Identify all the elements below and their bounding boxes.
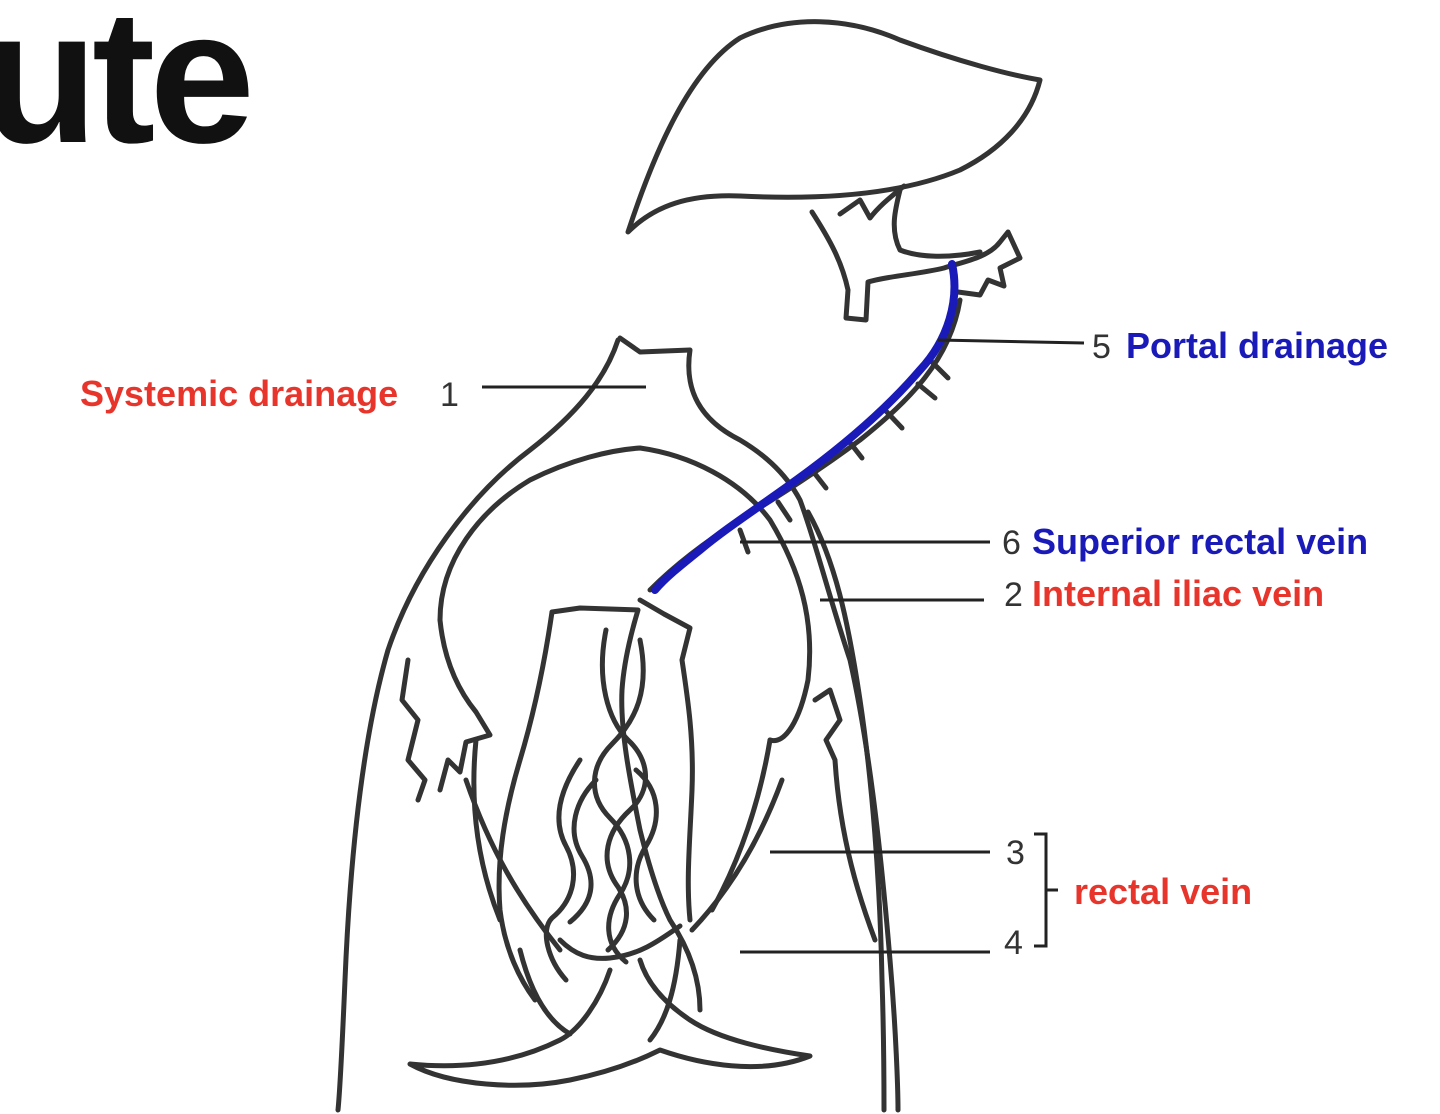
rectal-venous-plexus: [567, 777, 599, 925]
portal-vein-branch: [891, 187, 983, 259]
number-1: 1: [440, 376, 459, 414]
rectal-venous-plexus: [557, 923, 683, 961]
iliac-vein-outline: [437, 445, 813, 744]
label-rectal-vein: rectal vein: [1074, 871, 1252, 912]
rectum-outline: [496, 609, 555, 1003]
label-systemic-drainage: Systemic drainage: [80, 373, 398, 414]
portal-vein-branch: [809, 209, 1023, 323]
rectal-venous-plexus: [599, 627, 648, 953]
number-2: 2: [1004, 576, 1023, 614]
label-portal-drainage: Portal drainage: [1126, 325, 1388, 366]
rectal-vein-bracket: [1034, 832, 1058, 948]
number-6: 6: [1002, 524, 1021, 562]
number-4: 4: [1004, 924, 1023, 962]
vena-cava-outline: [335, 337, 621, 1113]
vena-cava-outline: [805, 509, 887, 1113]
iliac-vein-outline: [437, 617, 493, 793]
tributary-stub: [737, 357, 951, 555]
pelvic-floor-outline: [517, 937, 683, 1043]
leader-line-5: [937, 338, 1085, 345]
pelvic-floor-outline: [407, 957, 813, 1088]
label-superior-rectal-vein: Superior rectal vein: [1032, 521, 1368, 562]
title-fragment: ute: [0, 0, 249, 183]
number-3: 3: [1006, 834, 1025, 872]
mesenteric-vein-outline: [647, 297, 963, 593]
rectal-venous-plexus: [592, 637, 646, 965]
number-5: 5: [1092, 328, 1111, 366]
rectum-outline: [637, 597, 695, 923]
iliac-vein-outline: [812, 687, 878, 943]
rectal-venous-plexus: [633, 767, 659, 923]
iliac-vein-outline: [399, 657, 428, 803]
liver-outline: [625, 19, 1043, 235]
rectal-venous-plexus: [543, 757, 583, 983]
vena-cava-outline: [617, 335, 901, 1113]
levator-outline: [463, 777, 785, 953]
label-internal-iliac-vein: Internal iliac vein: [1032, 573, 1324, 614]
